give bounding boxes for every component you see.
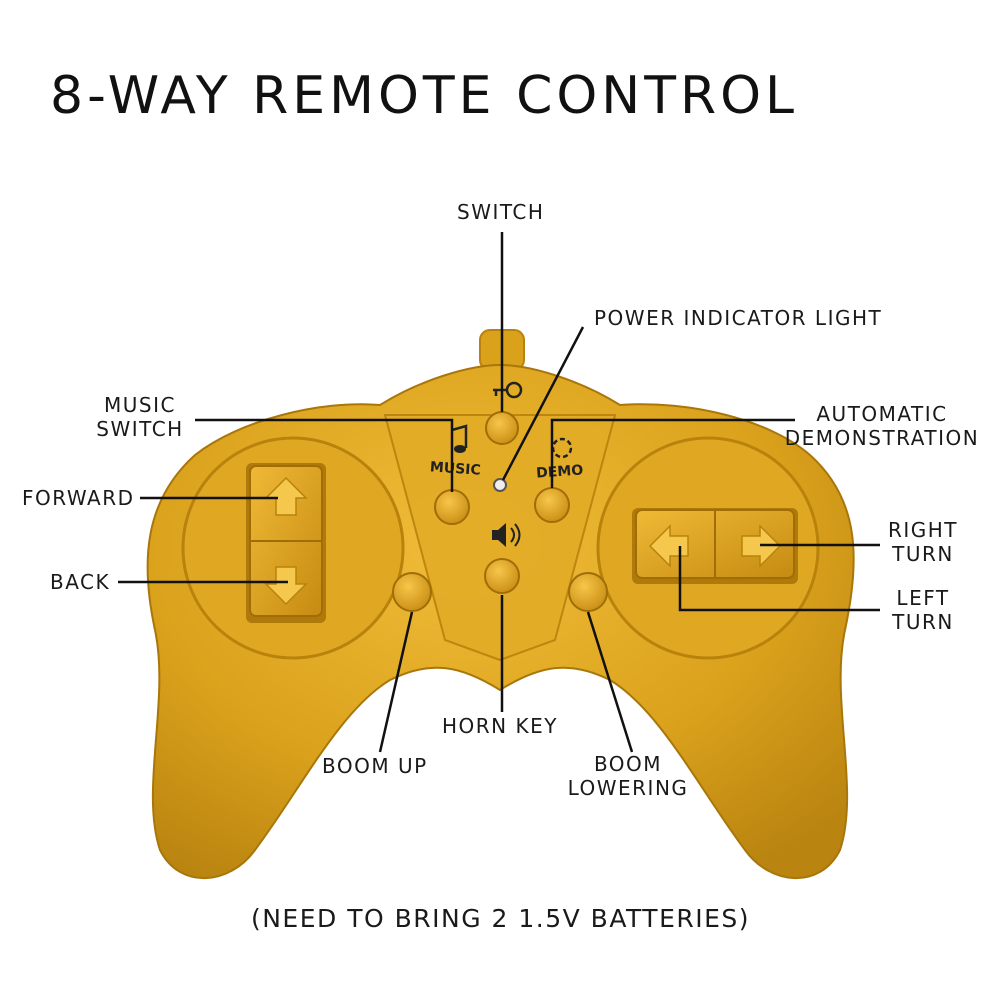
speaker-icon (492, 523, 521, 547)
left-turn-label-line2: TURN (892, 610, 954, 634)
music-printed-label: MUSIC (429, 459, 481, 479)
horn-key-button[interactable] (484, 558, 520, 594)
automatic-demo-label-line2: DEMONSTRATION (784, 426, 980, 450)
forward-label: FORWARD (22, 486, 135, 510)
horn-key-label: HORN KEY (442, 714, 558, 738)
arrow-left-icon (648, 524, 689, 568)
boom-lowering-label-line2: LOWERING (567, 776, 689, 800)
switch-label: SWITCH (457, 200, 545, 224)
key-icon (493, 381, 523, 399)
boom-lowering-label: BOOM LOWERING (560, 752, 696, 800)
left-turn-label-line1: LEFT (896, 586, 950, 610)
music-switch-label-line1: MUSIC (104, 393, 176, 417)
music-switch-label-line2: SWITCH (96, 417, 184, 441)
boom-up-button[interactable] (392, 572, 432, 612)
boom-lowering-button[interactable] (568, 572, 608, 612)
demo-printed-label: DEMO (536, 462, 584, 481)
music-switch-label: MUSIC SWITCH (95, 393, 185, 441)
right-turn-label-line1: RIGHT (887, 518, 959, 542)
music-note-icon (451, 424, 468, 453)
page-title: 8-WAY REMOTE CONTROL (50, 66, 799, 126)
power-indicator-label: POWER INDICATOR LIGHT (594, 306, 883, 330)
automatic-demo-label-line1: AUTOMATIC (816, 402, 948, 426)
right-turn-label: RIGHT TURN (880, 518, 966, 566)
left-turn-label: LEFT TURN (880, 586, 966, 634)
boom-lowering-label-line1: BOOM (593, 752, 663, 776)
automatic-demonstration-label: AUTOMATIC DEMONSTRATION (782, 402, 982, 450)
arrow-down-icon (264, 566, 308, 606)
back-label: BACK (50, 570, 111, 594)
power-indicator-light (493, 478, 507, 492)
right-turn-label-line2: TURN (892, 542, 954, 566)
switch-button[interactable] (485, 411, 519, 445)
battery-note: (NEED TO BRING 2 1.5V BATTERIES) (250, 904, 751, 933)
demo-button[interactable] (534, 487, 570, 523)
leader-lines (118, 232, 880, 753)
boom-up-label: BOOM UP (322, 754, 428, 778)
music-switch-button[interactable] (434, 489, 470, 525)
